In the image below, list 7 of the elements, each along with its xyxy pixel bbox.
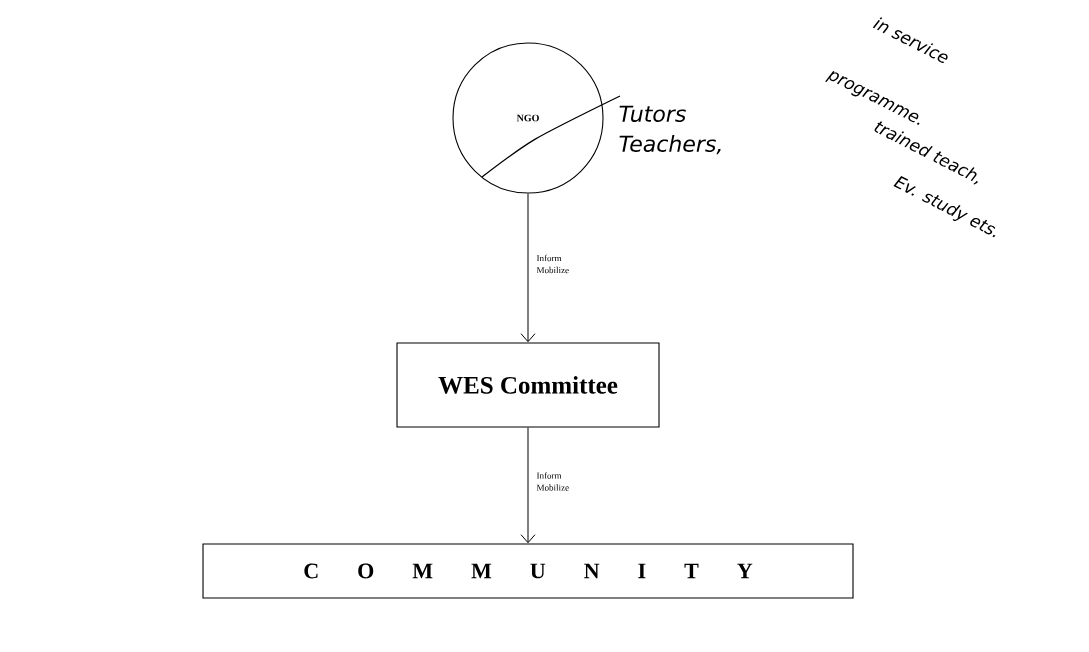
edge-label: Inform Mobilize [536,472,569,491]
arrow [520,427,536,544]
handwritten-note: Tutors Teachers, [619,105,721,155]
process-box: C O M M U N I T Y [202,543,854,599]
edge-label: Inform Mobilize [536,254,569,274]
process-box: WES Committee [396,342,660,428]
arrow [520,193,536,343]
